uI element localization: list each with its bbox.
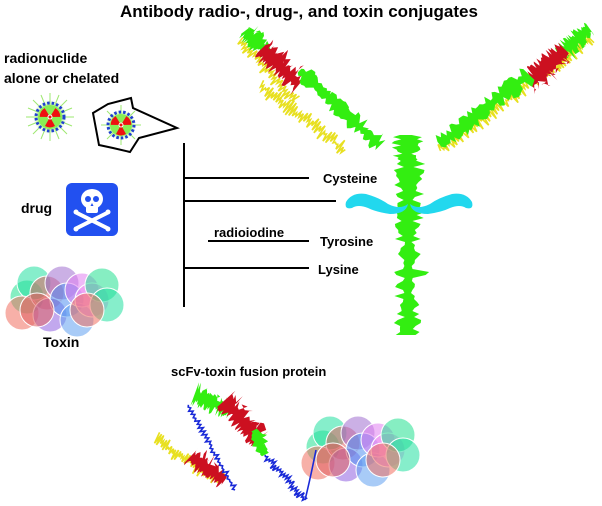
antibody-ribbon [237, 22, 595, 335]
variable-region-right [521, 42, 570, 95]
hinge-region [391, 135, 424, 160]
scfv-linker [187, 404, 238, 491]
toxin-subunit [365, 442, 401, 478]
tyrosine-label: Tyrosine [320, 234, 374, 249]
toxin-subunit [19, 292, 55, 328]
toxin-subunit [315, 442, 351, 478]
heavy-chain-left-ch1 [297, 68, 386, 150]
lysine-label: Lysine [318, 262, 359, 277]
toxin-protein-cluster [4, 265, 125, 338]
glycan-cyan [345, 193, 473, 214]
scfv-variable-light [184, 447, 227, 488]
fc-region [393, 155, 430, 335]
scfv-fusion-label: scFv-toxin fusion protein [171, 364, 327, 379]
diagram-title: Antibody radio-, drug-, and toxin conjug… [120, 2, 478, 21]
attachment-connectors [183, 143, 336, 307]
scfv-fusion-protein [153, 382, 317, 502]
scfv-heavy-chain-end [251, 428, 269, 457]
variable-region-left [254, 39, 305, 95]
toxin-subunit [69, 292, 105, 328]
cysteine-label: Cysteine [323, 171, 378, 186]
heavy-chain-right-ch1 [435, 68, 535, 148]
fusion-toxin-cluster [300, 415, 421, 488]
radioiodine-label: radioiodine [214, 225, 285, 240]
radiation-trefoil-icon [26, 93, 74, 141]
light-chain-left-cl [258, 79, 346, 155]
radionuclide-chelated-label: alone or chelated [4, 70, 120, 86]
chelated-radiation-icon [91, 96, 180, 154]
toxin-label: Toxin [43, 334, 80, 350]
radionuclide-label: radionuclide [4, 50, 88, 66]
toxin-tether [304, 449, 317, 501]
drug-label: drug [21, 200, 53, 216]
fusion-linker [263, 454, 308, 502]
skull-crossbones-icon [66, 183, 118, 236]
